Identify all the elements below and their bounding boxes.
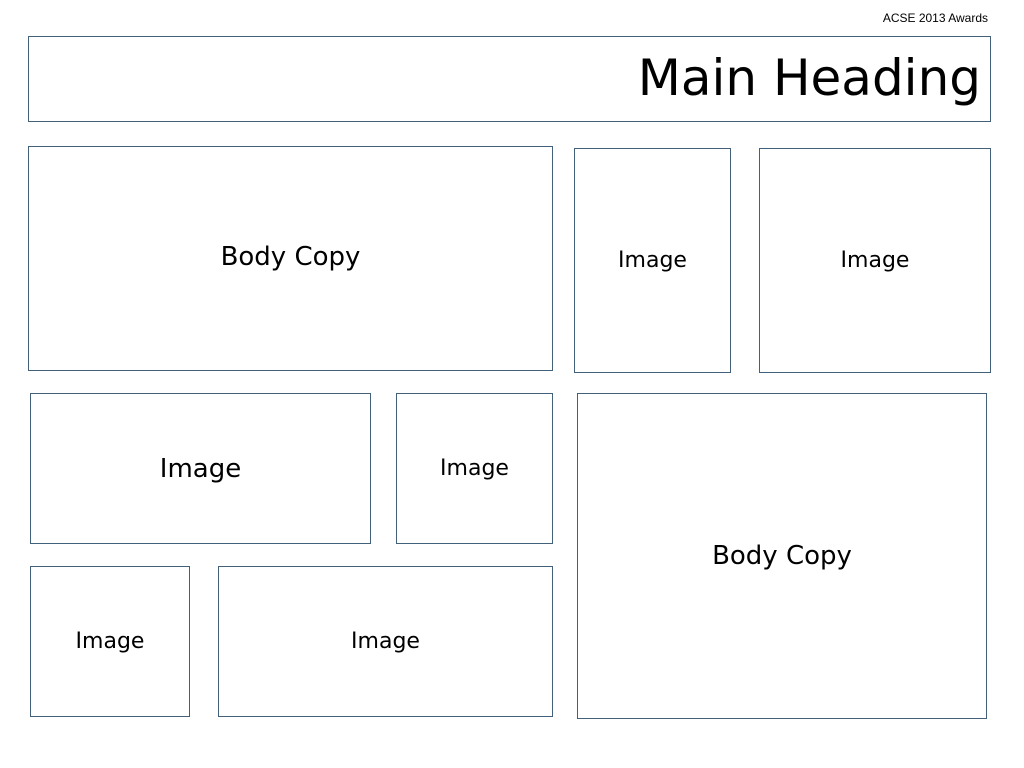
image-placeholder-mid-narrow: Image (396, 393, 553, 544)
image-placeholder-mid-wide: Image (30, 393, 371, 544)
image-label: Image (159, 453, 242, 484)
image-label: Image (75, 629, 145, 654)
body-copy-block-top: Body Copy (28, 146, 553, 371)
main-heading-box: Main Heading (28, 36, 991, 122)
image-placeholder-top-wide: Image (759, 148, 991, 373)
body-copy-label: Body Copy (712, 541, 852, 571)
image-placeholder-bottom-wide: Image (218, 566, 553, 717)
top-note: ACSE 2013 Awards (882, 11, 988, 25)
main-heading: Main Heading (637, 48, 981, 107)
image-label: Image (840, 248, 910, 273)
image-label: Image (618, 248, 687, 273)
image-label: Image (440, 456, 509, 481)
body-copy-block-right: Body Copy (577, 393, 987, 719)
image-placeholder-bottom-narrow: Image (30, 566, 190, 717)
body-copy-label: Body Copy (220, 241, 361, 272)
image-placeholder-top-narrow: Image (574, 148, 731, 373)
image-label: Image (351, 629, 420, 654)
